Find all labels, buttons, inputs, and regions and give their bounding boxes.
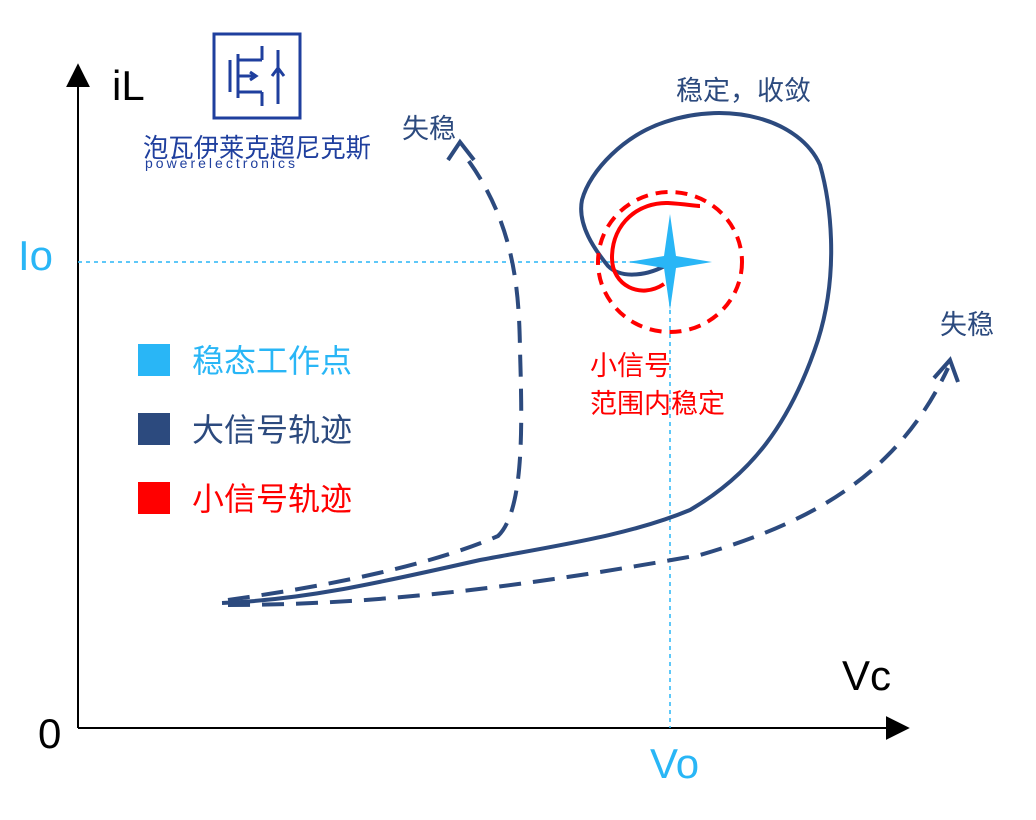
io-label: Io	[18, 232, 53, 279]
small-signal-region	[596, 190, 744, 334]
legend-swatch-large-signal	[138, 413, 170, 445]
legend-swatch-small-signal	[138, 482, 170, 514]
origin-label: 0	[38, 710, 61, 757]
large-signal-stable-trajectory	[221, 111, 834, 605]
unstable-right-arrowhead	[932, 356, 960, 383]
legend-swatch-operating-point	[138, 344, 170, 376]
unstable-left-label: 失稳	[402, 114, 456, 145]
large-signal-unstable-right	[227, 367, 950, 607]
y-axis-label: iL	[112, 62, 145, 109]
large-signal-unstable-left	[227, 150, 524, 602]
small-signal-label-line1: 小信号	[590, 351, 671, 382]
vo-label: Vo	[650, 740, 699, 787]
operating-point-star	[628, 214, 712, 310]
legend: 稳态工作点 大信号轨迹 小信号轨迹	[138, 342, 352, 518]
x-axis-label: Vc	[842, 652, 891, 699]
legend-label-small-signal: 小信号轨迹	[192, 480, 352, 518]
stable-converge-label: 稳定，收敛	[676, 76, 811, 107]
unstable-left-arrowhead	[446, 138, 476, 162]
unstable-right-label: 失稳	[940, 310, 994, 341]
logo-mosfet-icon	[212, 32, 302, 120]
small-signal-label-line2: 范围内稳定	[590, 389, 725, 420]
small-signal-trajectory	[609, 200, 701, 293]
legend-item-large-signal: 大信号轨迹	[138, 411, 352, 449]
logo-text-en: powerelectronics	[145, 155, 298, 171]
logo-text-cn: 泡瓦伊莱克超尼克斯	[143, 134, 371, 164]
legend-label-operating-point: 稳态工作点	[192, 342, 352, 380]
legend-item-small-signal: 小信号轨迹	[138, 480, 352, 518]
logo: 泡瓦伊莱克超尼克斯 powerelectronics	[143, 32, 371, 171]
legend-label-large-signal: 大信号轨迹	[192, 411, 352, 449]
legend-item-operating-point: 稳态工作点	[138, 342, 352, 380]
